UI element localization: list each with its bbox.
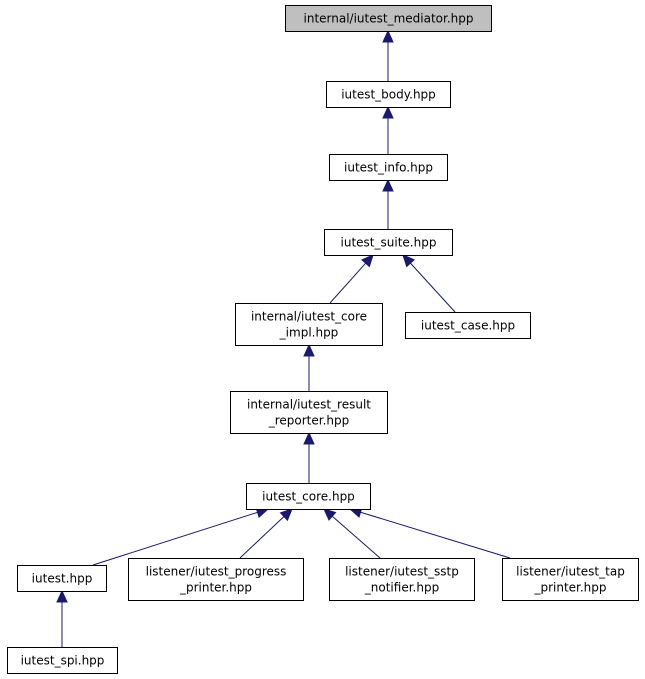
arrowhead-icon bbox=[323, 508, 337, 521]
node-box bbox=[246, 483, 371, 510]
edge-case-to-suite bbox=[402, 254, 456, 313]
node-box bbox=[235, 303, 383, 346]
node-box bbox=[17, 565, 107, 592]
node-body[interactable]: iutest_body.hpp bbox=[326, 81, 451, 108]
node-label: internal/iutest_core bbox=[251, 310, 367, 324]
arrowhead-icon bbox=[382, 29, 394, 43]
edge-core_impl-to-suite bbox=[329, 254, 374, 304]
node-label: listener/iutest_progress bbox=[146, 565, 287, 579]
edge-line bbox=[92, 511, 258, 566]
node-label: internal/iutest_result bbox=[247, 398, 371, 412]
node-box bbox=[329, 154, 448, 181]
node-label: iutest_info.hpp bbox=[344, 161, 433, 175]
node-box bbox=[285, 5, 492, 32]
edge-line bbox=[331, 515, 381, 559]
node-label: iutest_body.hpp bbox=[341, 88, 436, 102]
node-info[interactable]: iutest_info.hpp bbox=[329, 154, 448, 181]
node-progress-printer[interactable]: listener/iutest_progress _printer.hpp bbox=[128, 558, 304, 601]
node-box bbox=[326, 81, 451, 108]
node-core-impl[interactable]: internal/iutest_core _impl.hpp bbox=[235, 303, 383, 346]
arrowhead-icon bbox=[279, 508, 293, 522]
node-box bbox=[230, 391, 388, 434]
node-label: _printer.hpp bbox=[533, 581, 606, 595]
node-label: _notifier.hpp bbox=[364, 581, 439, 595]
edge-line bbox=[329, 262, 367, 304]
edge-line bbox=[239, 516, 285, 559]
node-label: iutest_spi.hpp bbox=[21, 654, 105, 668]
node-label: iutest_suite.hpp bbox=[341, 236, 437, 250]
edge-progress_printer-to-core bbox=[239, 508, 293, 559]
arrowhead-icon bbox=[402, 254, 416, 268]
edge-suite-to-info bbox=[382, 178, 394, 229]
node-result-reporter[interactable]: internal/iutest_result _reporter.hpp bbox=[230, 391, 388, 434]
node-box bbox=[128, 558, 304, 601]
edge-sstp_notifier-to-core bbox=[323, 508, 381, 559]
arrowhead-icon bbox=[303, 431, 315, 445]
node-label: iutest_case.hpp bbox=[421, 319, 515, 333]
edge-result_reporter-to-core_impl bbox=[303, 343, 315, 391]
node-label: internal/iutest_mediator.hpp bbox=[304, 12, 474, 26]
node-label: listener/iutest_sstp bbox=[345, 565, 459, 579]
arrowhead-icon bbox=[382, 105, 394, 119]
node-label: iutest.hpp bbox=[32, 572, 93, 586]
node-label: _impl.hpp bbox=[279, 326, 339, 340]
edges-layer bbox=[56, 29, 511, 647]
arrowhead-icon bbox=[361, 254, 374, 268]
edge-tap_printer-to-core bbox=[348, 506, 511, 559]
nodes-layer: internal/iutest_mediator.hpp iutest_body.… bbox=[7, 5, 639, 674]
node-tap-printer[interactable]: listener/iutest_tap _printer.hpp bbox=[502, 558, 639, 601]
node-box bbox=[405, 312, 531, 339]
node-suite[interactable]: iutest_suite.hpp bbox=[324, 229, 453, 256]
node-core[interactable]: iutest_core.hpp bbox=[246, 483, 371, 510]
arrowhead-icon bbox=[382, 178, 394, 192]
edge-body-to-mediator bbox=[382, 29, 394, 81]
node-box bbox=[502, 558, 639, 601]
node-mediator[interactable]: internal/iutest_mediator.hpp bbox=[285, 5, 492, 32]
node-label: iutest_core.hpp bbox=[262, 490, 355, 504]
edge-line bbox=[410, 262, 456, 313]
edge-spi-to-iutest bbox=[56, 589, 68, 647]
node-box bbox=[329, 558, 475, 601]
node-sstp-notifier[interactable]: listener/iutest_sstp _notifier.hpp bbox=[329, 558, 475, 601]
arrowhead-icon bbox=[56, 589, 68, 603]
arrowhead-icon bbox=[303, 343, 315, 357]
node-box bbox=[7, 647, 118, 674]
node-case[interactable]: iutest_case.hpp bbox=[405, 312, 531, 339]
node-iutest[interactable]: iutest.hpp bbox=[17, 565, 107, 592]
node-label: _reporter.hpp bbox=[268, 414, 350, 428]
edge-line bbox=[360, 511, 511, 559]
node-label: listener/iutest_tap bbox=[516, 565, 625, 579]
node-spi[interactable]: iutest_spi.hpp bbox=[7, 647, 118, 674]
edge-info-to-body bbox=[382, 105, 394, 154]
edge-core-to-result_reporter bbox=[303, 431, 315, 483]
node-label: _printer.hpp bbox=[179, 581, 252, 595]
node-box bbox=[324, 229, 453, 256]
